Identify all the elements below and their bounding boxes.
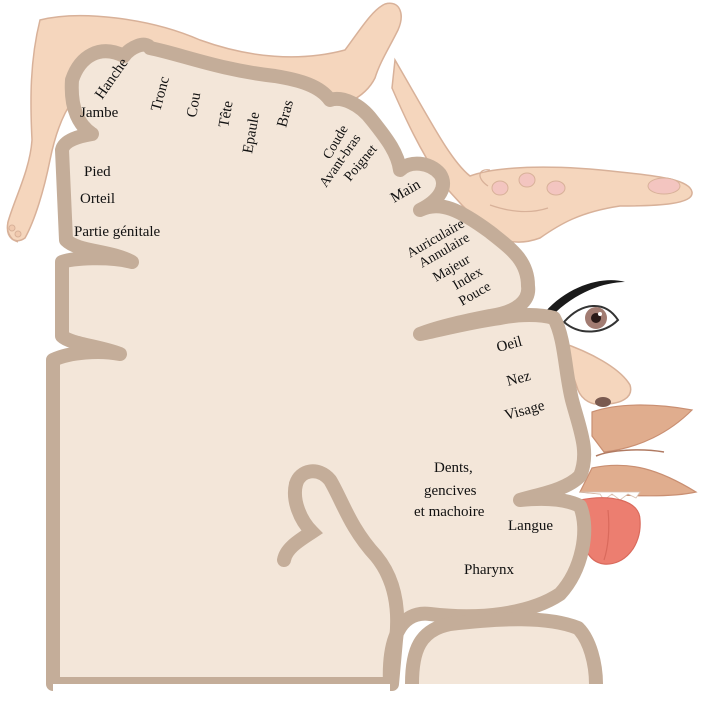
label-oeil: Oeil [495,334,524,356]
label-partie-genitale: Partie génitale [74,224,161,240]
eye-figure [545,280,625,333]
mouth-figure [579,404,698,501]
label-pied: Pied [84,164,111,180]
label-pharynx: Pharynx [464,562,514,578]
label-orteil: Orteil [80,191,115,207]
label-cou: Cou [184,91,204,119]
label-dents-line1: Dents, [434,460,473,476]
label-epaule: Epaule [240,111,263,155]
label-tete: Tête [216,99,236,128]
label-bras: Bras [274,98,297,129]
label-langue: Langue [508,518,553,534]
label-dents-line3: et machoire [414,504,485,520]
label-jambe: Jambe [80,105,119,121]
label-dents-line2: gencives [424,483,477,499]
label-nez: Nez [505,368,533,390]
cortex-strip [46,37,603,705]
